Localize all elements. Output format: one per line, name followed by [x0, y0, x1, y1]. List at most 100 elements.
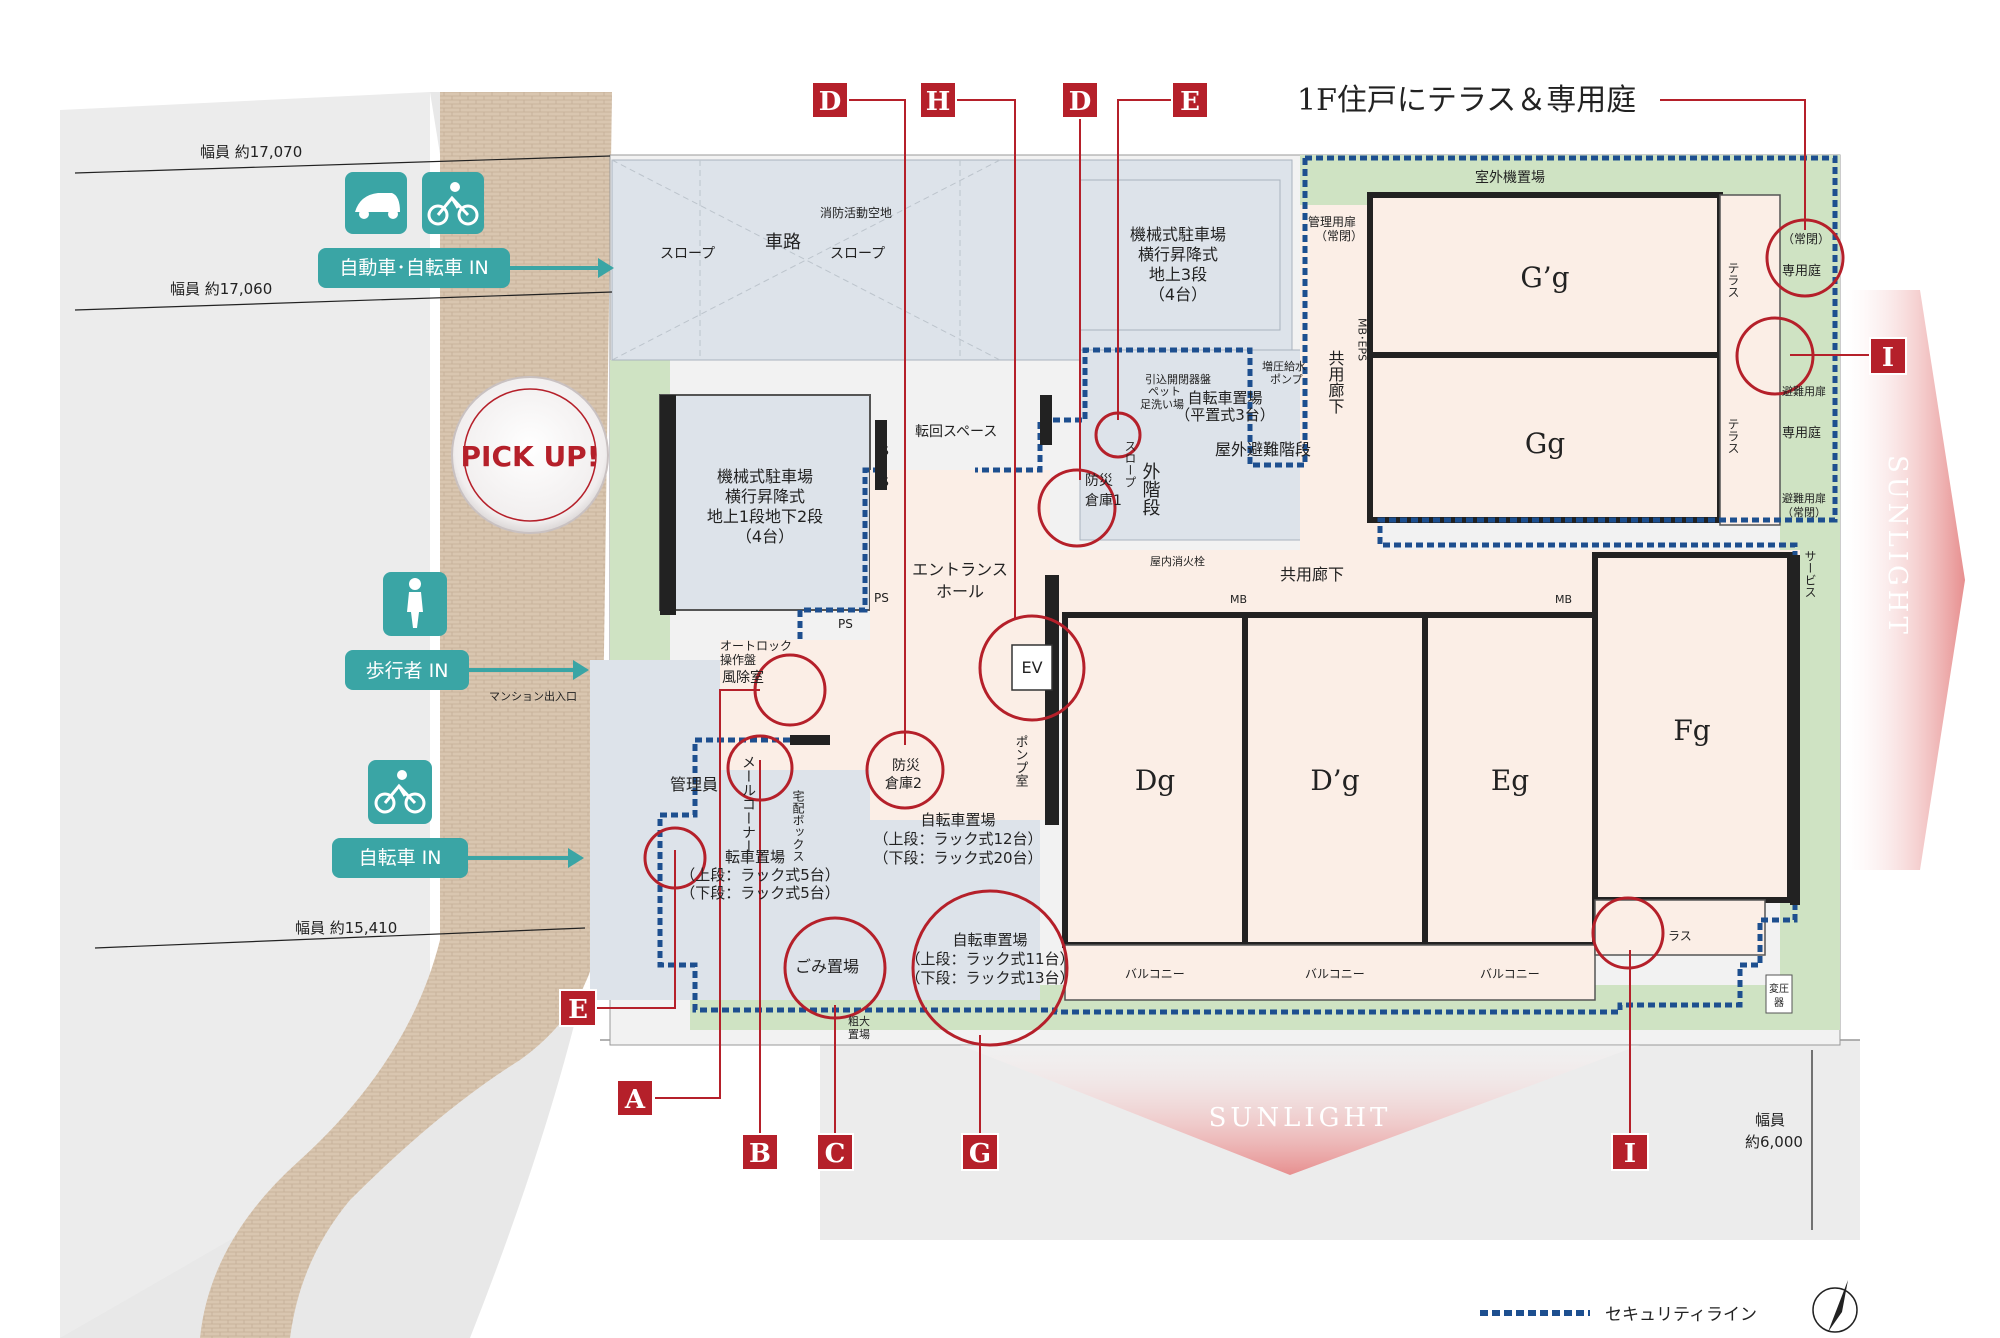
- bike-c-l2: （上段：ラック式11台）: [905, 950, 1074, 968]
- entrance-l1: エントランス: [912, 560, 1008, 579]
- tag-c: C: [816, 1133, 854, 1171]
- bike-d-l1: 自転車置場: [1187, 389, 1262, 407]
- svg-text:G: G: [969, 1139, 991, 1169]
- pick-up-seal: PICK UP!: [451, 376, 609, 534]
- entry-bicycle-label: 自転車 IN: [359, 847, 442, 869]
- tag-e2: E: [1171, 81, 1209, 119]
- transformer-l1: 変圧: [1769, 982, 1789, 995]
- unit-fg: Fg: [1673, 714, 1710, 747]
- evac-door1: 避難用扉: [1782, 384, 1826, 398]
- evac-door2-l2: （常閉）: [1782, 506, 1826, 519]
- headline: 1F住戸にテラス＆専用庭: [1297, 83, 1636, 118]
- ps3: PS: [874, 591, 889, 605]
- entrance-l2: ホール: [936, 582, 984, 601]
- svg-text:E: E: [568, 995, 588, 1025]
- tag-b: B: [741, 1133, 779, 1171]
- svg-text:H: H: [926, 87, 951, 117]
- svg-text:C: C: [825, 1139, 846, 1169]
- mb2: MB: [1555, 593, 1572, 606]
- legend-security-line: セキュリティライン: [1605, 1305, 1757, 1325]
- delivery-box: 宅配ボックス: [791, 789, 805, 862]
- bike-d-l2: （平置式3台）: [1175, 406, 1275, 424]
- parking-left-l2: 横行昇降式: [725, 487, 805, 506]
- pick-up-text: PICK UP!: [461, 440, 600, 473]
- mb1: MB: [1230, 593, 1247, 606]
- units: [1062, 192, 1793, 1001]
- security-line: [657, 155, 1838, 1015]
- road: 車路: [765, 232, 801, 253]
- compass-icon: [1812, 1280, 1858, 1333]
- corridor-main: 共用廊下: [1280, 565, 1344, 584]
- bike-a-l2: （上段：ラック式5台）: [680, 866, 840, 884]
- turn-space: 転回スペース: [915, 424, 997, 440]
- terrace2: テラス: [1726, 418, 1740, 454]
- evac-door2-l1: 避難用扉: [1782, 491, 1826, 505]
- slope2: スロープ: [830, 246, 885, 262]
- terrace3: ラス: [1668, 929, 1692, 943]
- bosai2-l2: 倉庫2: [885, 775, 922, 792]
- bike-b-l2: （上段：ラック式12台）: [873, 830, 1042, 848]
- svg-text:B: B: [749, 1139, 771, 1169]
- closed1: （常閉）: [1782, 232, 1830, 246]
- terrace1: テラス: [1726, 262, 1740, 298]
- transformer-l2: 器: [1774, 997, 1784, 1009]
- callout-tags: D H D E I E A B C G I: [559, 81, 1907, 1171]
- walls: [660, 395, 1800, 905]
- outdoor-stair: 屋外避難階段: [1215, 440, 1311, 459]
- sunlight-east: [1845, 290, 1965, 870]
- outdoor-unit: 室外機置場: [1475, 169, 1545, 186]
- bike-a-l3: （下段：ラック式5台）: [680, 884, 840, 902]
- mail-corner: メールコーナー: [740, 755, 756, 853]
- bike-b-l1: 自転車置場: [920, 811, 995, 829]
- autolock-l1: オートロック: [720, 639, 792, 653]
- entry-car-bike-label: 自動車･自転車 IN: [339, 257, 488, 279]
- fire-space: 消防活動空地: [820, 205, 892, 220]
- admin-door-l1: 管理用扉: [1308, 214, 1356, 229]
- tag-g: G: [961, 1133, 999, 1171]
- admin-room: 管理員: [670, 775, 718, 794]
- road-width-1: 幅員 約17,070: [200, 143, 302, 161]
- legend: セキュリティライン: [1480, 1305, 1757, 1325]
- unit-eg: Eg: [1491, 764, 1529, 797]
- bicycle-icon-2: [368, 760, 432, 824]
- bicycle-icon: [422, 172, 484, 234]
- parking-left-l3: 地上1段地下2段: [707, 507, 823, 526]
- bike-c-l1: 自転車置場: [952, 931, 1027, 949]
- callout-lines: [595, 99, 1872, 1150]
- slope3: スロープ: [1123, 440, 1137, 488]
- tag-d2: D: [1061, 81, 1099, 119]
- parking-top-l1: 機械式駐車場: [1130, 225, 1226, 244]
- ps4: PS: [838, 617, 853, 631]
- admin-door-l2: （常閉）: [1315, 229, 1363, 243]
- intake-panel: 引込開閉器盤: [1145, 372, 1211, 386]
- road-width-3: 幅員 約15,410: [295, 919, 397, 937]
- tag-d1: D: [811, 81, 849, 119]
- parking-top-l4: （4台）: [1149, 285, 1207, 304]
- unit-names: G’g Gg Dg D’g Eg Fg: [1135, 261, 1711, 797]
- tag-a: A: [616, 1079, 654, 1117]
- road-width-labels: 幅員 約17,070 幅員 約17,060 幅員 約15,410 幅員 約6,0…: [170, 143, 1803, 1151]
- balcony3: バルコニー: [1480, 967, 1540, 981]
- unit-gpg: G’g: [1520, 261, 1569, 294]
- booster-pump-l1: 増圧給水: [1262, 359, 1306, 373]
- bosai1-l1: 防災: [1085, 473, 1113, 489]
- unit-dpg: D’g: [1310, 764, 1359, 797]
- road-width-2: 幅員 約17,060: [170, 280, 272, 298]
- tag-i2: I: [1611, 1133, 1649, 1171]
- room-labels: スロープ 車路 スロープ 消防活動空地 機械式駐車場 横行昇降式 地上3段 （4…: [660, 169, 1830, 1041]
- svg-text:E: E: [1180, 87, 1200, 117]
- private-garden1: 専用庭: [1782, 263, 1821, 279]
- svg-text:I: I: [1624, 1139, 1636, 1169]
- svg-text:I: I: [1882, 343, 1894, 373]
- balcony2: バルコニー: [1305, 967, 1365, 981]
- entry-pedestrian-label: 歩行者 IN: [366, 660, 449, 682]
- service: サービス: [1803, 550, 1817, 598]
- indoor-hydrant: 屋内消火栓: [1150, 554, 1205, 568]
- ev-label: EV: [1021, 658, 1042, 677]
- wind-room: 風除室: [722, 669, 764, 686]
- svg-text:D: D: [1069, 87, 1092, 117]
- garbage2-l1: 粗大: [848, 1014, 870, 1028]
- svg-text:D: D: [819, 87, 842, 117]
